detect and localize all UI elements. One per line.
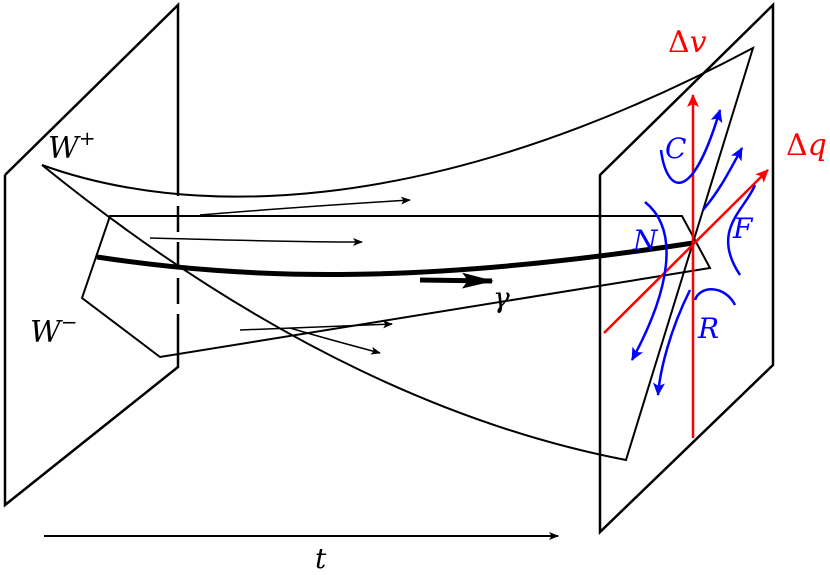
delta-v-label: Δv	[668, 25, 707, 60]
delta-q-label: Δq	[786, 128, 827, 163]
w-plus-label: W+	[48, 126, 96, 166]
t-label: t	[315, 542, 327, 575]
left-plane	[3, 2, 180, 508]
w-minus-sheet	[80, 215, 712, 359]
n-label: N	[632, 224, 659, 257]
r-label: R	[697, 312, 719, 345]
flow-arrow-lower-mid	[239, 320, 393, 331]
f-label: F	[732, 212, 754, 245]
f-region-curve	[727, 184, 757, 276]
f-region-curve-top	[702, 147, 744, 211]
flow-arrow-upper-mid	[149, 237, 363, 246]
n-region-curve	[630, 201, 668, 361]
flow-arrow-top	[199, 196, 411, 216]
c-label: C	[665, 132, 686, 165]
r-region-curve	[652, 289, 692, 396]
right-plane	[598, 2, 775, 535]
w-minus-label: W−	[30, 310, 78, 350]
r-region-arc	[693, 288, 737, 306]
gamma-orbit	[96, 240, 694, 277]
gamma-label: γ	[493, 281, 510, 314]
w-plus-sheet	[41, 45, 755, 462]
gamma-orbit-arrow	[419, 272, 494, 289]
delta-q-axis	[603, 169, 769, 334]
flow-arrow-bottom	[289, 327, 381, 355]
c-region-curve	[659, 109, 723, 184]
